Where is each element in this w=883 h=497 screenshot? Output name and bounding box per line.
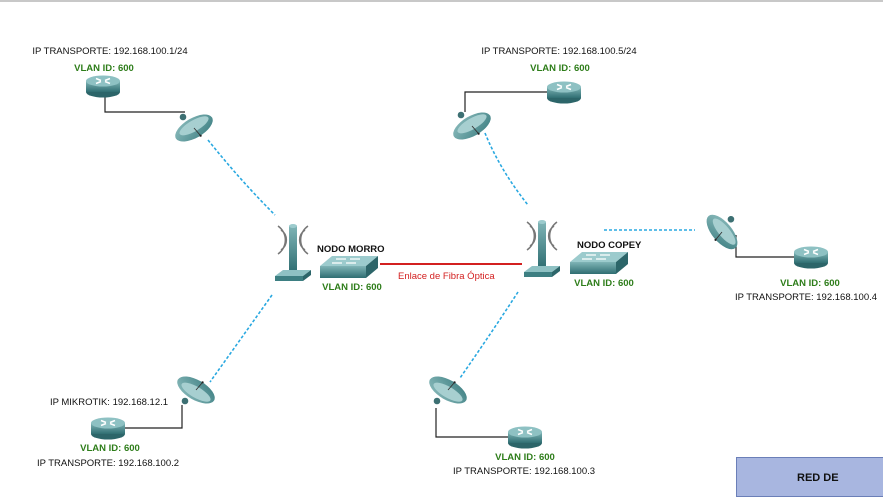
cable-r4-dish — [735, 235, 795, 258]
dish-r2-icon[interactable] — [173, 370, 219, 410]
dish-r1-icon[interactable] — [171, 108, 217, 148]
cable-r3-dish — [435, 408, 508, 438]
router-r1-icon[interactable] — [85, 74, 121, 98]
switch-morro-icon[interactable] — [320, 256, 378, 279]
wireless-r5 — [484, 132, 529, 206]
r3-vlan: VLAN ID: 600 — [495, 452, 555, 463]
router-r5-icon[interactable] — [546, 80, 582, 104]
r2-ip-transporte: IP TRANSPORTE: 192.168.100.2 — [36, 458, 180, 469]
wireless-r3 — [459, 291, 519, 379]
tower-copey-icon[interactable] — [523, 219, 561, 278]
node-morro-vlan: VLAN ID: 600 — [322, 282, 382, 293]
node-copey-vlan: VLAN ID: 600 — [574, 278, 634, 289]
fibre-link-label: Enlace de Fibra Óptica — [398, 271, 495, 282]
switch-copey-icon[interactable] — [570, 252, 628, 275]
cable-r1-dish — [104, 97, 185, 113]
router-r2-icon[interactable] — [90, 416, 126, 440]
tower-morro-icon[interactable] — [274, 223, 312, 282]
r3-ip-transporte: IP TRANSPORTE: 192.168.100.3 — [452, 466, 596, 477]
r4-vlan: VLAN ID: 600 — [780, 278, 840, 289]
r5-vlan: VLAN ID: 600 — [530, 63, 590, 74]
wireless-r1 — [207, 139, 276, 216]
red-de-box: RED DE — [736, 457, 883, 497]
dish-r4-icon[interactable] — [698, 206, 746, 258]
r1-vlan: VLAN ID: 600 — [74, 63, 134, 74]
cable-r2-dish — [125, 405, 183, 429]
r2-vlan: VLAN ID: 600 — [80, 443, 140, 454]
node-copey-label: NODO COPEY — [577, 240, 642, 251]
red-de-label: RED DE — [797, 472, 839, 484]
wireless-links — [207, 132, 695, 383]
r2-ip-mikrotik: IP MIKROTIK: 192.168.12.1 — [49, 397, 169, 408]
r4-ip-transporte: IP TRANSPORTE: 192.168.100.4 — [734, 292, 878, 303]
router-r3-icon[interactable] — [507, 425, 543, 449]
network-diagram — [85, 74, 829, 449]
wireless-r2 — [209, 294, 273, 383]
dish-r3-icon[interactable] — [425, 370, 471, 410]
node-morro-label: NODO MORRO — [317, 244, 385, 255]
r1-ip-transporte: IP TRANSPORTE: 192.168.100.1/24 — [32, 46, 188, 57]
router-r4-icon[interactable] — [793, 245, 829, 269]
cable-r5-dish — [464, 91, 548, 112]
r5-ip-transporte: IP TRANSPORTE: 192.168.100.5/24 — [481, 46, 637, 57]
top-border — [0, 0, 883, 2]
